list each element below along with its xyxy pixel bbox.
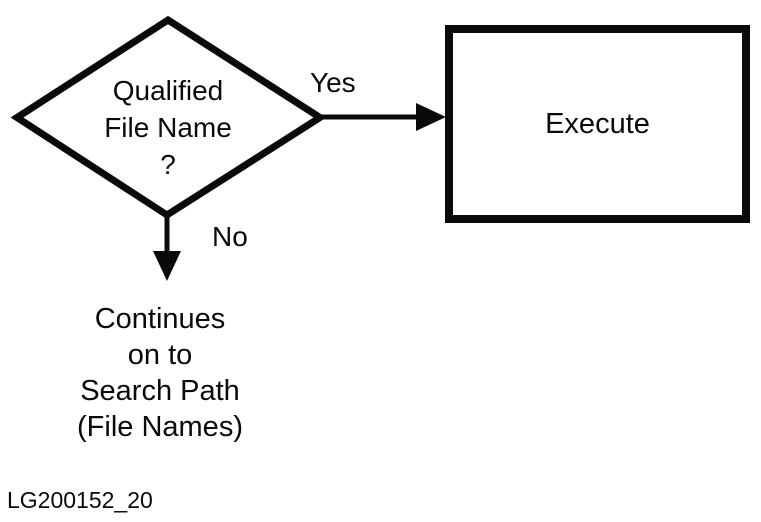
process-label: Execute <box>545 107 650 140</box>
no-arrowhead-icon <box>153 251 181 281</box>
yes-arrowhead-icon <box>416 103 446 131</box>
yes-branch-label: Yes <box>310 67 356 98</box>
figure-id-label: LG200152_20 <box>7 487 153 513</box>
continuation-note: Continues on to Search Path (File Names) <box>40 301 280 445</box>
no-branch-label: No <box>212 221 248 252</box>
continuation-note-line: (File Names) <box>77 411 243 443</box>
continuation-note-line: Continues <box>94 303 226 335</box>
continuation-note-line: on to <box>127 339 193 371</box>
decision-label: Qualified File Name ? <box>48 72 288 183</box>
decision-label-line: File Name <box>104 112 232 143</box>
decision-label-line: Qualified <box>112 75 224 106</box>
process-box-shape <box>445 25 750 223</box>
decision-label-line: ? <box>160 149 176 180</box>
continuation-note-line: Search Path <box>80 375 240 407</box>
